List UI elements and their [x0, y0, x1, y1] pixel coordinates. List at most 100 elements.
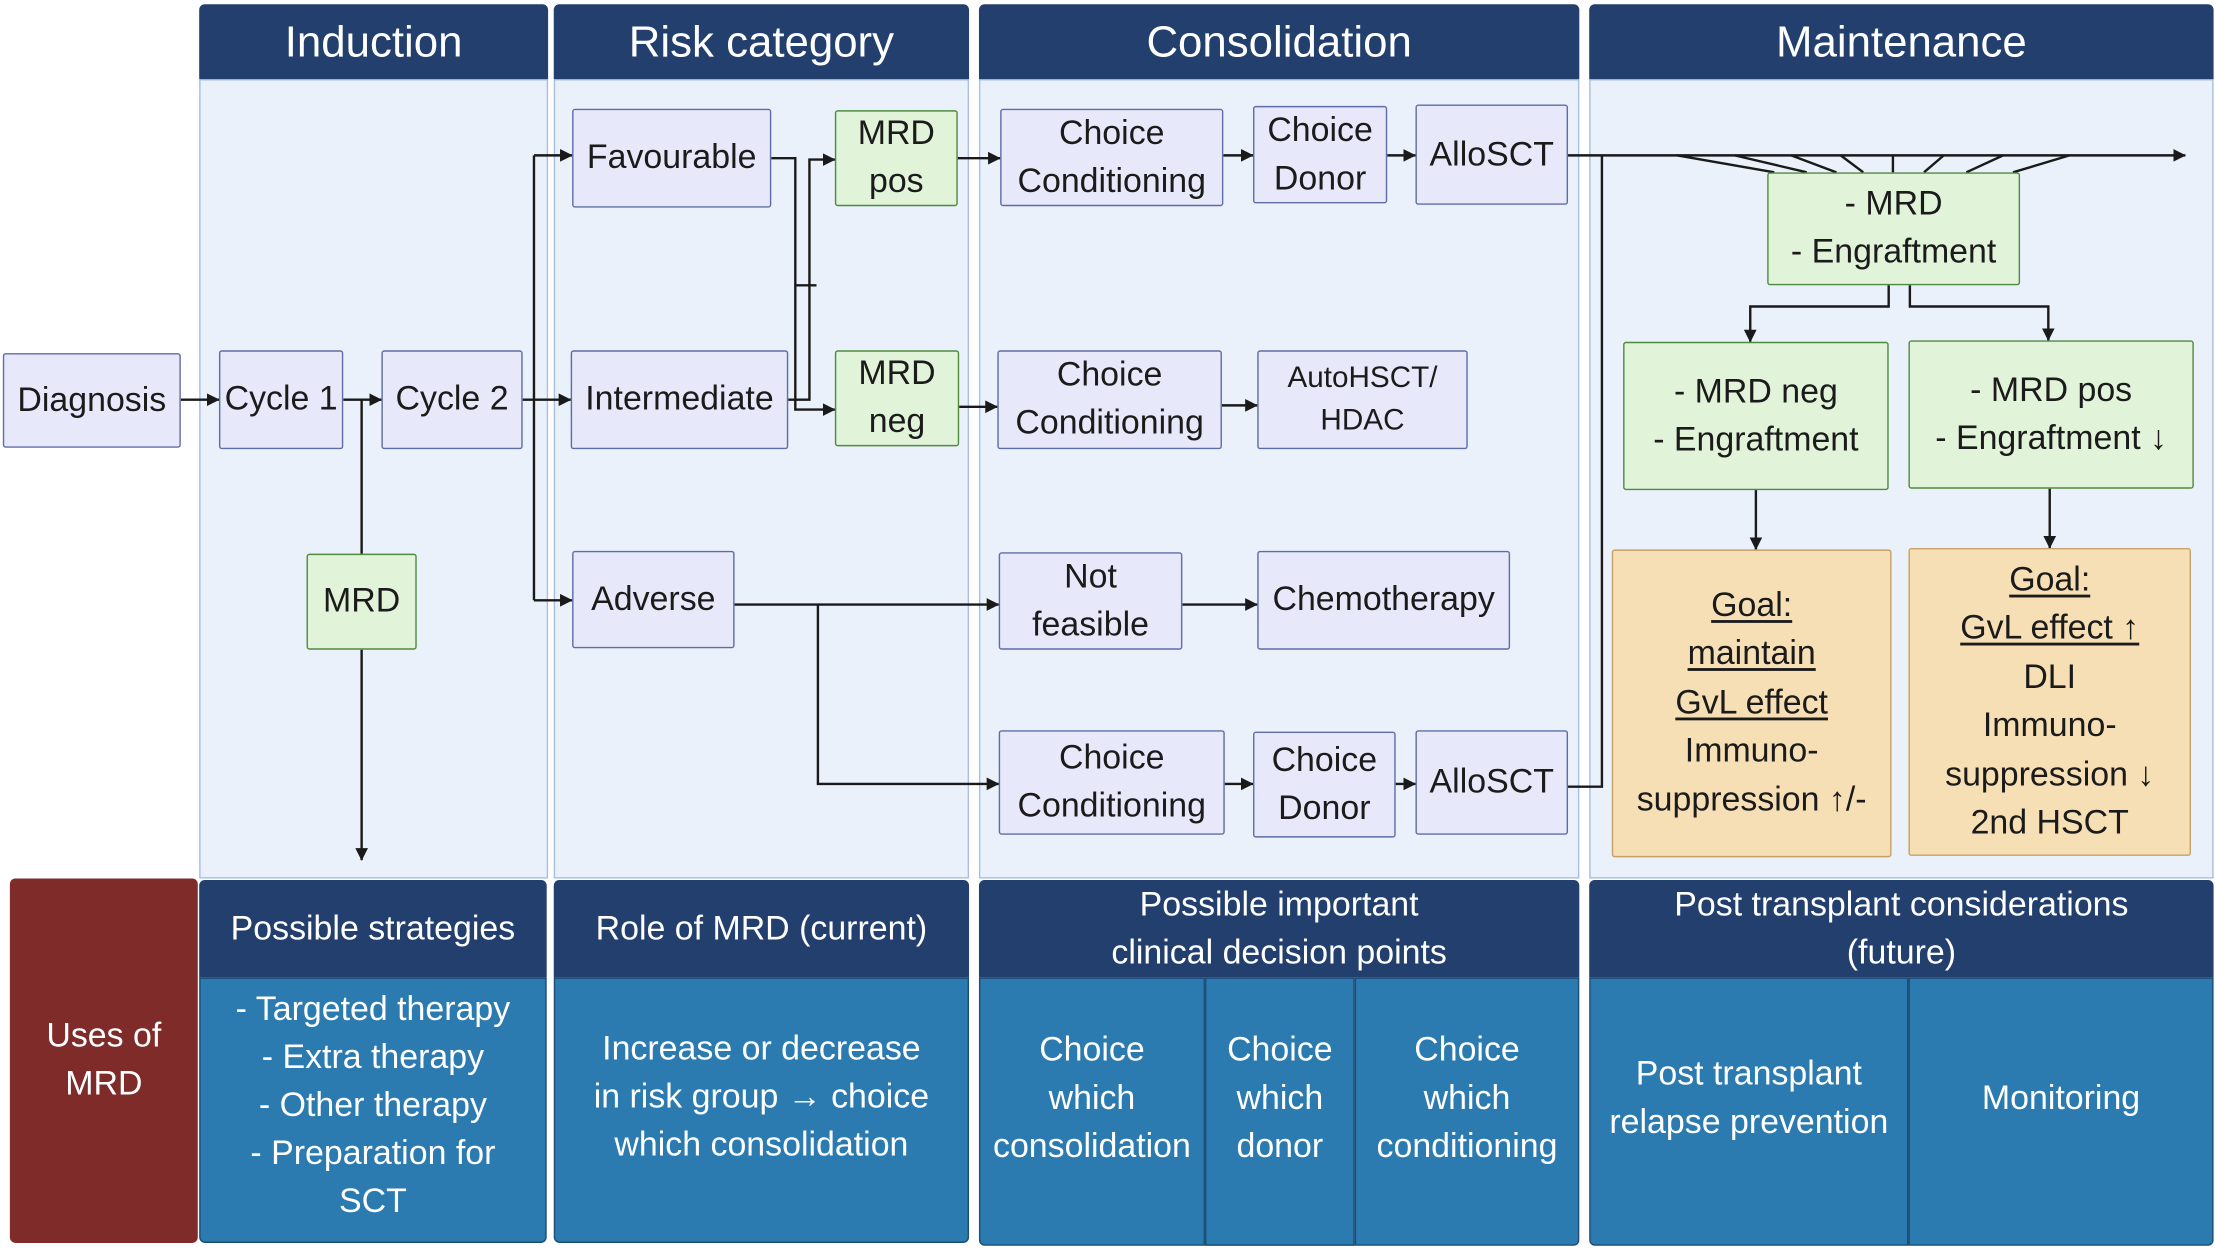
decision-conditioning-line-1: Choice: [1414, 1031, 1520, 1070]
strategy-line-2: - Extra therapy: [261, 1038, 485, 1077]
favourable-label: Favourable: [586, 138, 757, 177]
intermediate-label: Intermediate: [585, 379, 774, 419]
diagnosis-node: Diagnosis: [2, 353, 181, 448]
autohsct-line-1: AutoHSCT/: [1287, 361, 1438, 395]
bottom-allosct-node: AlloSCT: [1415, 730, 1569, 835]
autohsct-line-2: HDAC: [1320, 403, 1405, 437]
post-transplant-assessment-node: - MRD - Engraftment: [1767, 172, 2021, 286]
bottom-allosct-label: AlloSCT: [1429, 762, 1554, 801]
mrd-neg-label-line-2: neg: [868, 402, 926, 441]
uses-of-mrd-label: Uses of MRD: [9, 878, 198, 1243]
fan-line: [1965, 154, 2004, 174]
arrow-adverse-to-conditioning-bottom: [816, 604, 1000, 791]
fan-line: [1923, 154, 1945, 174]
decision-points-title-line-1: Possible important: [1139, 884, 1419, 924]
chemotherapy-label: Chemotherapy: [1272, 580, 1495, 619]
bottom-choice-conditioning-node: Choice Conditioning: [998, 730, 1225, 835]
cycle-2-label: Cycle 2: [395, 379, 509, 419]
possible-strategies-header: Possible strategies: [199, 879, 547, 978]
top-conditioning-line-1: Choice: [1058, 113, 1165, 152]
not-feasible-line-1: Not: [1064, 557, 1117, 596]
mrd-pos-goal-line-6: 2nd HSCT: [1970, 803, 2129, 842]
induction-column: [199, 79, 549, 879]
risk-category-column: [553, 79, 970, 879]
cycle-2-node: Cycle 2: [381, 350, 523, 450]
strategy-line-5: SCT: [339, 1182, 407, 1221]
arrow-assessment-to-mrd-pos-branch: [1908, 285, 2055, 342]
fan-line: [1734, 154, 1808, 174]
strategy-line-3: - Other therapy: [258, 1086, 487, 1125]
role-of-mrd-body: Increase or decrease in risk group → cho…: [553, 977, 970, 1243]
role-of-mrd-header: Role of MRD (current): [553, 879, 970, 978]
induction-mrd-node: MRD: [306, 553, 417, 650]
assessment-fan-lines: [1676, 154, 2070, 174]
role-line-3: which consolidation: [614, 1125, 909, 1164]
adverse-node: Adverse: [572, 550, 735, 649]
not-feasible-line-2: feasible: [1032, 605, 1149, 644]
adverse-label: Adverse: [591, 579, 716, 618]
top-donor-line-1: Choice: [1267, 110, 1373, 150]
fan-line: [1676, 154, 1775, 174]
top-conditioning-line-2: Conditioning: [1017, 161, 1206, 200]
role-of-mrd-title: Role of MRD (current): [595, 908, 928, 948]
autohsct-hdac-node: AutoHSCT/ HDAC: [1257, 350, 1468, 450]
bottom-donor-line-2: Donor: [1278, 788, 1371, 827]
fan-line: [1839, 154, 1864, 174]
decision-points-header: Possible important clinical decision poi…: [978, 879, 1580, 978]
top-donor-line-2: Donor: [1273, 158, 1367, 198]
decision-donor-cell: Choice which donor: [1204, 977, 1355, 1246]
top-choice-donor-node: Choice Donor: [1253, 105, 1388, 204]
arrow-assessment-to-mrd-neg-branch: [1743, 285, 1890, 343]
decision-conditioning-cell: Choice which conditioning: [1354, 977, 1580, 1246]
mrd-neg-branch-line-2: - Engraftment: [1653, 420, 1859, 459]
relapse-prevention-line-1: Post transplant: [1635, 1055, 1862, 1094]
role-line-2: in risk group → choice: [593, 1077, 930, 1116]
mrd-neg-goal-box: Goal: maintain GvL effect Immuno- suppre…: [1611, 549, 1892, 858]
decision-donor-line-3: donor: [1236, 1127, 1324, 1166]
arrow-intermediate-to-mrd-pos: [788, 153, 836, 401]
diagnosis-label: Diagnosis: [17, 380, 167, 419]
strategy-line-4: - Preparation for: [250, 1134, 496, 1173]
decision-conditioning-line-2: which: [1423, 1079, 1511, 1118]
consolidation-header: Consolidation: [978, 4, 1580, 80]
not-feasible-node: Not feasible: [998, 552, 1183, 650]
mrd-neg-node: MRD neg: [834, 350, 960, 447]
line-cycle-2-branch: [522, 155, 536, 601]
fan-line: [2012, 154, 2070, 174]
monitoring-label: Monitoring: [1981, 1079, 2141, 1118]
cycle-1-label: Cycle 1: [224, 379, 338, 419]
fan-line: [1790, 154, 1837, 174]
post-transplant-title-line-2: (future): [1846, 932, 1957, 972]
risk-category-header: Risk category: [553, 4, 970, 80]
assessment-line-2: - Engraftment: [1790, 233, 1997, 272]
induction-mrd-label: MRD: [323, 581, 401, 621]
induction-header: Induction: [199, 4, 549, 80]
bottom-donor-line-1: Choice: [1271, 740, 1378, 779]
decision-consolidation-line-2: which: [1048, 1079, 1136, 1118]
mrd-pos-goal-line-2: GvL effect ↑: [1960, 608, 2140, 647]
mrd-pos-goal-line-1: Goal:: [2009, 560, 2091, 599]
uses-of-mrd-line-2: MRD: [65, 1064, 143, 1104]
top-allosct-node: AlloSCT: [1415, 104, 1569, 205]
mrd-neg-goal-line-3: GvL effect: [1675, 683, 1828, 722]
mrd-pos-branch-node: - MRD pos - Engraftment ↓: [1908, 340, 2194, 489]
maintenance-header: Maintenance: [1589, 4, 2214, 80]
decision-consolidation-cell: Choice which consolidation: [978, 977, 1205, 1246]
mrd-pos-goal-line-5: suppression ↓: [1945, 754, 2155, 794]
decision-consolidation-line-3: consolidation: [992, 1127, 1191, 1166]
middle-choice-conditioning-node: Choice Conditioning: [997, 350, 1222, 450]
bottom-conditioning-line-2: Conditioning: [1017, 786, 1206, 825]
mrd-pos-goal-box: Goal: GvL effect ↑ DLI Immuno- suppressi…: [1908, 548, 2191, 856]
mrd-neg-goal-line-1: Goal:: [1711, 585, 1793, 624]
monitoring-cell: Monitoring: [1908, 977, 2214, 1246]
cycle-1-node: Cycle 1: [218, 350, 344, 450]
middle-conditioning-line-2: Conditioning: [1015, 403, 1204, 443]
bottom-conditioning-line-1: Choice: [1058, 738, 1165, 777]
decision-donor-line-2: which: [1236, 1079, 1324, 1118]
mrd-neg-goal-line-5: suppression ↑/-: [1636, 780, 1867, 819]
decision-consolidation-line-1: Choice: [1039, 1031, 1145, 1070]
decision-donor-line-1: Choice: [1227, 1031, 1333, 1070]
mrd-neg-branch-line-1: - MRD neg: [1673, 372, 1838, 411]
mrd-neg-branch-node: - MRD neg - Engraftment: [1623, 341, 1889, 491]
